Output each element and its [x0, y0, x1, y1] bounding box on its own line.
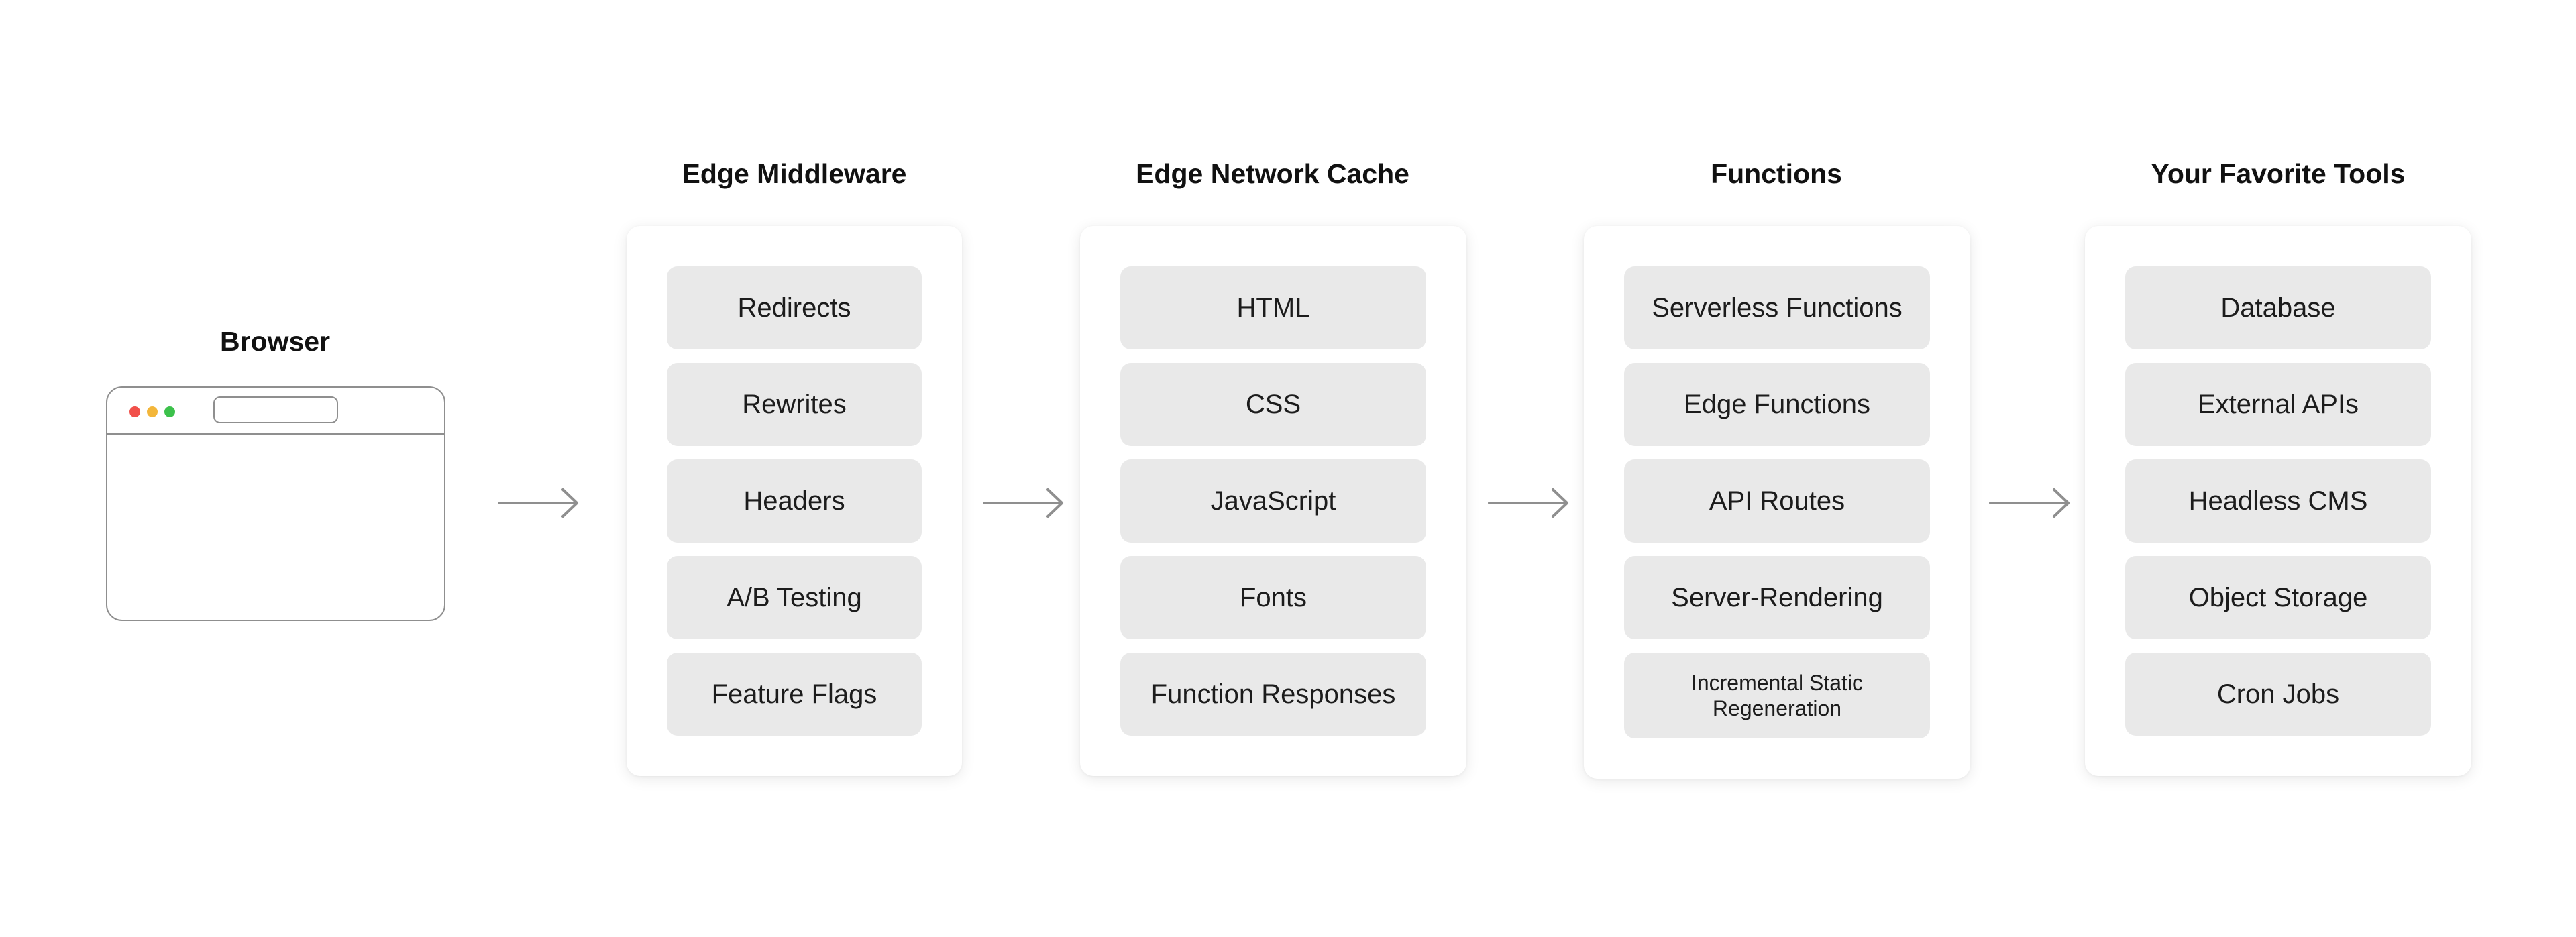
maximize-dot-icon: [164, 406, 175, 417]
column-title-edge-middleware: Edge Middleware: [682, 158, 907, 189]
item-headless-cms: Headless CMS: [2125, 459, 2431, 543]
browser-viewport: [107, 435, 444, 620]
item-feature-flags: Feature Flags: [667, 653, 922, 736]
arrow-right-icon: [983, 488, 1066, 518]
edge-middleware-card: Redirects Rewrites Headers A/B Testing F…: [627, 226, 962, 776]
browser-title-bar: [107, 388, 444, 435]
minimize-dot-icon: [147, 406, 158, 417]
column-title-your-favorite-tools: Your Favorite Tools: [2151, 158, 2406, 189]
column-title-functions: Functions: [1711, 158, 1842, 189]
item-cron-jobs: Cron Jobs: [2125, 653, 2431, 736]
item-fonts: Fonts: [1120, 556, 1426, 639]
item-ab-testing: A/B Testing: [667, 556, 922, 639]
item-javascript: JavaScript: [1120, 459, 1426, 543]
item-function-responses: Function Responses: [1120, 653, 1426, 736]
item-redirects: Redirects: [667, 266, 922, 349]
browser-label: Browser: [219, 326, 331, 357]
item-serverless-functions: Serverless Functions: [1624, 266, 1930, 349]
item-css: CSS: [1120, 363, 1426, 446]
browser-window-illustration: [106, 386, 445, 621]
item-edge-functions: Edge Functions: [1624, 363, 1930, 446]
item-rewrites: Rewrites: [667, 363, 922, 446]
arrow-right-icon: [498, 488, 581, 518]
your-favorite-tools-card: Database External APIs Headless CMS Obje…: [2085, 226, 2471, 776]
item-object-storage: Object Storage: [2125, 556, 2431, 639]
address-bar: [213, 396, 338, 423]
item-database: Database: [2125, 266, 2431, 349]
column-title-edge-network-cache: Edge Network Cache: [1136, 158, 1409, 189]
item-server-rendering: Server-Rendering: [1624, 556, 1930, 639]
item-html: HTML: [1120, 266, 1426, 349]
functions-card: Serverless Functions Edge Functions API …: [1584, 226, 1970, 779]
close-dot-icon: [129, 406, 140, 417]
item-incremental-static-regeneration: Incremental Static Regeneration: [1624, 653, 1930, 738]
arrow-right-icon: [1989, 488, 2072, 518]
arrow-right-icon: [1488, 488, 1571, 518]
item-api-routes: API Routes: [1624, 459, 1930, 543]
item-external-apis: External APIs: [2125, 363, 2431, 446]
item-headers: Headers: [667, 459, 922, 543]
edge-network-cache-card: HTML CSS JavaScript Fonts Function Respo…: [1080, 226, 1466, 776]
